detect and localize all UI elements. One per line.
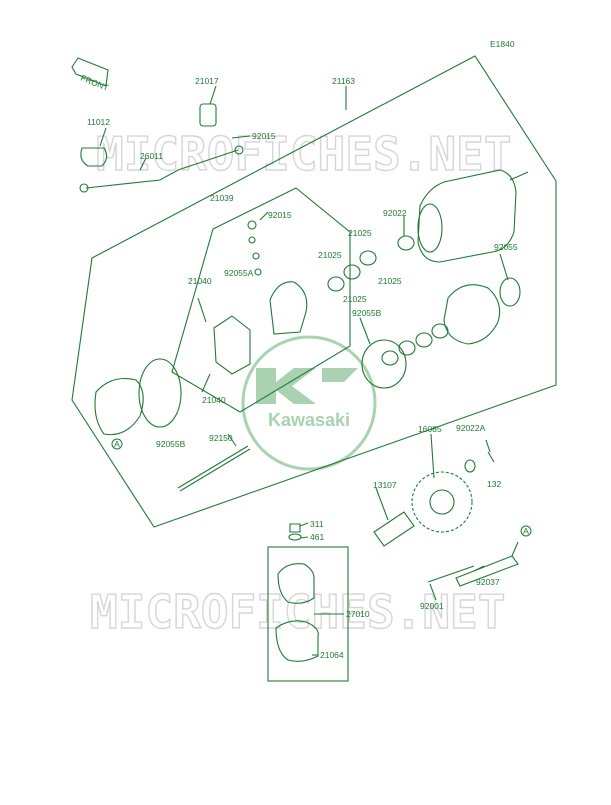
bolt-92150 — [177, 445, 249, 489]
part-label: 21025 — [318, 250, 342, 260]
shaft-13107 — [373, 511, 415, 547]
part-label: 461 — [310, 532, 324, 542]
assembly-outline — [71, 55, 557, 528]
bolt-92001 — [427, 565, 475, 583]
kawasaki-logo: Kawasaki — [241, 335, 377, 471]
part-label: 92001 — [420, 601, 444, 611]
part-label: 13107 — [373, 480, 397, 490]
brand-text: Kawasaki — [268, 410, 350, 430]
part-label: 11012 — [87, 117, 110, 127]
cap-11012 — [80, 147, 108, 167]
cable-26011 — [85, 149, 239, 189]
bracket-92037 — [455, 555, 519, 587]
end-cover — [443, 284, 501, 345]
brush-plate — [213, 315, 251, 375]
motor-housing — [417, 169, 517, 263]
part-label: 21064 — [320, 650, 344, 660]
front-label: FRONT — [79, 73, 110, 93]
svg-text:A: A — [523, 526, 529, 536]
part-label: 92022 — [383, 208, 407, 218]
part-label: 26011 — [140, 151, 163, 161]
part-label: 92055B — [352, 308, 382, 318]
ref-a-right: A — [520, 525, 532, 537]
relay-box — [267, 546, 349, 682]
svg-text:A: A — [114, 439, 120, 449]
brush-holder — [269, 281, 308, 335]
part-label: 16085 — [418, 424, 442, 434]
part-label: 92055 — [494, 242, 518, 252]
watermark-bottom: MICROFICHES.NET — [90, 585, 505, 639]
gear-16085 — [411, 471, 473, 533]
left-end-cover — [94, 377, 144, 436]
ref-a-left: A — [111, 438, 123, 450]
part-label: 21025 — [343, 294, 367, 304]
part-label: 132 — [487, 479, 501, 489]
watermark-top: MICROFICHES.NET — [96, 127, 511, 181]
washer-461 — [288, 533, 302, 541]
front-arrow-icon — [71, 57, 109, 87]
part-label: 21025 — [348, 228, 372, 238]
part-label: 92015 — [268, 210, 292, 220]
nut-311 — [289, 523, 301, 533]
oring-92055b-right — [361, 339, 407, 389]
part-label: 21017 — [195, 76, 219, 86]
part-label: 21025 — [378, 276, 402, 286]
part-label: 92055A — [224, 268, 254, 278]
relay-27010 — [277, 563, 315, 604]
part-label: 92150 — [209, 433, 233, 443]
part-label: 92055B — [156, 439, 186, 449]
cover-21064 — [275, 620, 319, 662]
part-label: 21039 — [210, 193, 234, 203]
line-art — [71, 55, 557, 682]
part-label: 21163 — [332, 76, 355, 86]
part-label: 92022A — [456, 423, 486, 433]
oring-92055b-left — [138, 358, 182, 428]
connector-21017 — [199, 103, 217, 127]
diagram-code: E1840 — [490, 39, 515, 49]
part-label: 27010 — [346, 609, 370, 619]
part-label: 21040 — [188, 276, 212, 286]
part-label: 311 — [310, 519, 324, 529]
part-label: 92015 — [252, 131, 276, 141]
part-label: 92037 — [476, 577, 500, 587]
part-label: 21040 — [202, 395, 226, 405]
brush-box — [171, 187, 351, 413]
